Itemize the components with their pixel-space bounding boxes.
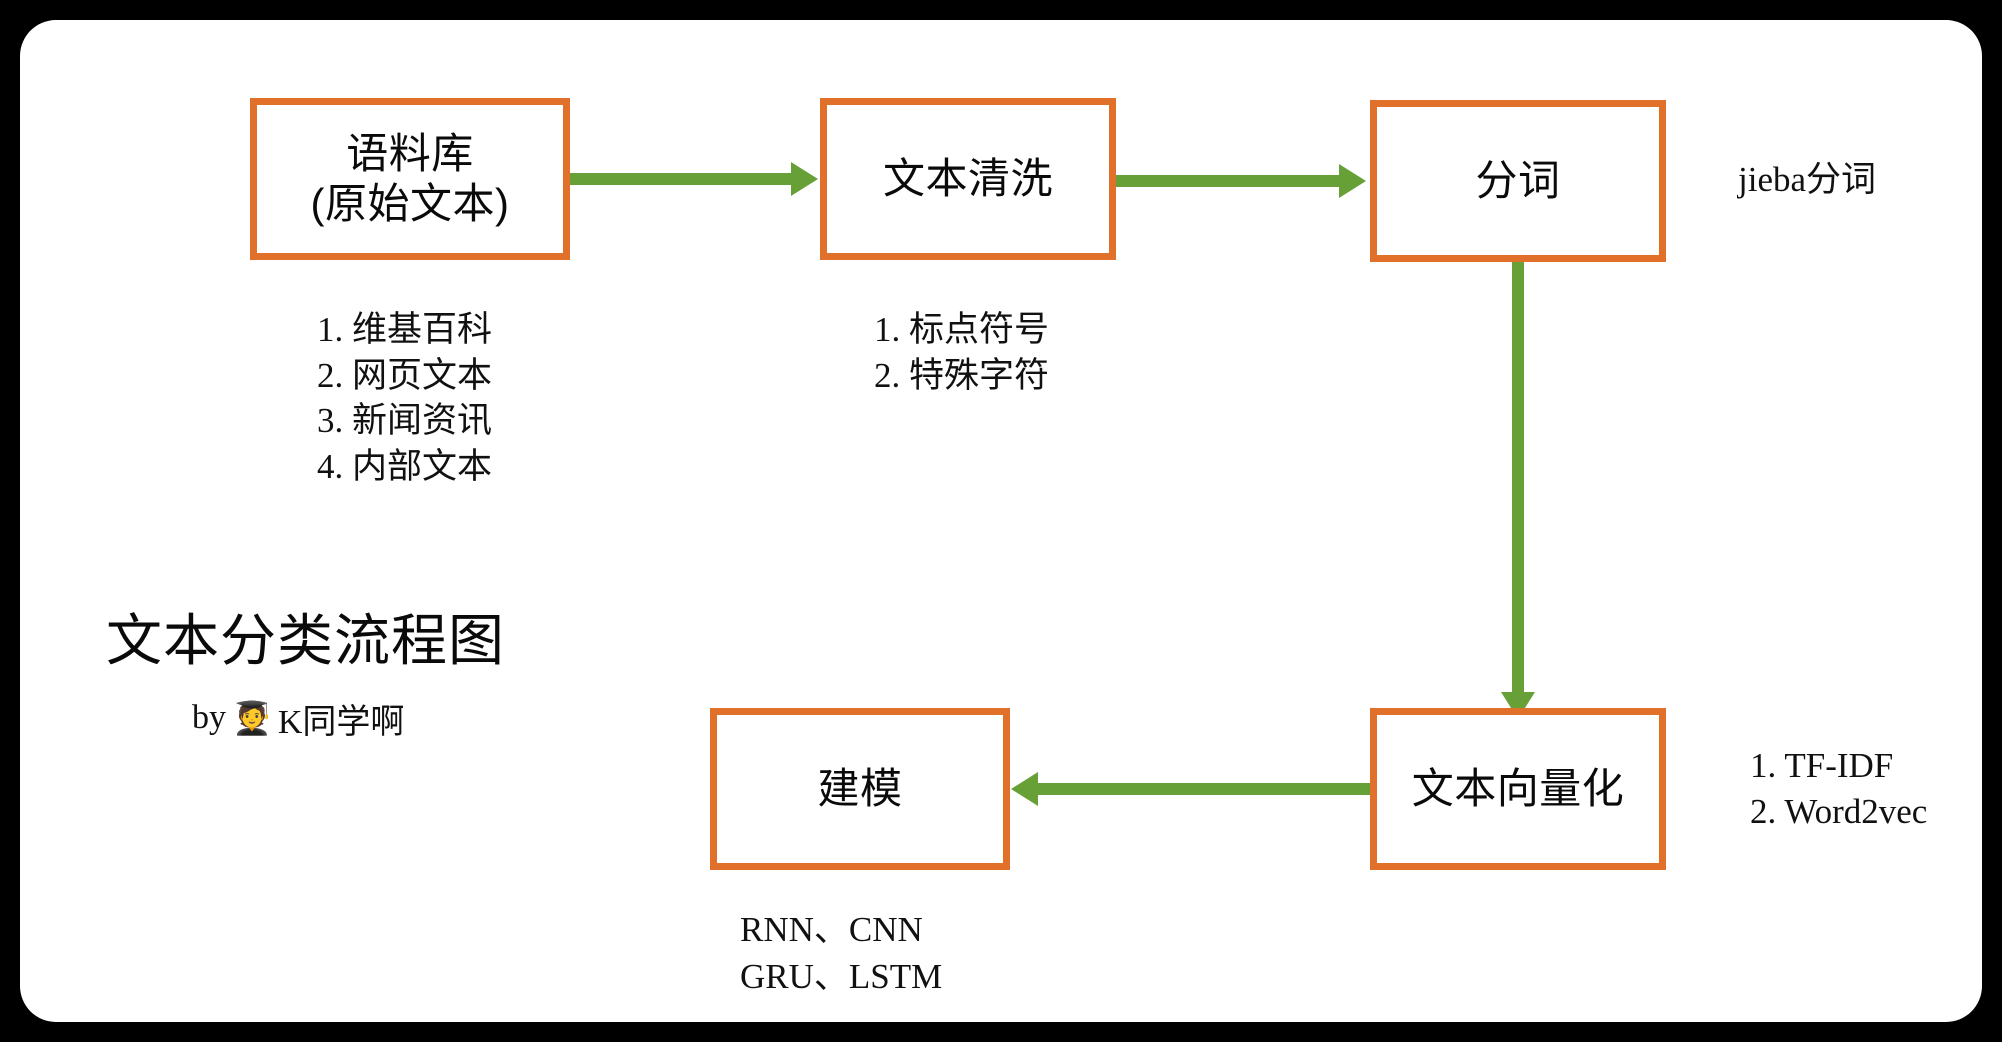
annotation-modeling: RNN、CNN GRU、LSTM (740, 910, 943, 997)
byline-author: K同学啊 (277, 703, 405, 741)
node-modeling-label: 建模 (817, 765, 903, 813)
node-corpus[interactable]: 语料库 (原始文本) (250, 98, 570, 260)
node-word-segmentation-label: 分词 (1475, 157, 1561, 205)
node-text-vectorization[interactable]: 文本向量化 (1370, 708, 1666, 870)
arrow-corpus-to-clean-line (570, 173, 792, 185)
diagram-byline: by 🧑‍🎓 K同学啊 (192, 694, 505, 743)
title-block: 文本分类流程图 by 🧑‍🎓 K同学啊 (106, 611, 505, 743)
arrow-vector-to-model-line (1038, 783, 1370, 795)
node-word-segmentation[interactable]: 分词 (1370, 100, 1666, 262)
annotation-word-segmentation: jieba分词 (1738, 160, 1877, 199)
annotation-corpus: 1. 维基百科 2. 网页文本 3. 新闻资讯 4. 内部文本 (317, 310, 493, 486)
arrow-vector-to-model-head-icon (1011, 772, 1038, 806)
graduate-icon: 🧑‍🎓 (232, 700, 272, 737)
node-text-cleaning-label: 文本清洗 (882, 155, 1053, 203)
node-modeling[interactable]: 建模 (710, 708, 1010, 870)
arrow-clean-to-segment-head-icon (1339, 164, 1366, 198)
annotation-text-cleaning: 1. 标点符号 2. 特殊字符 (874, 310, 1050, 395)
node-text-cleaning[interactable]: 文本清洗 (820, 98, 1116, 260)
byline-prefix: by (192, 699, 226, 737)
node-text-vectorization-label: 文本向量化 (1411, 765, 1625, 813)
annotation-text-vectorization: 1. TF-IDF 2. Word2vec (1750, 746, 1928, 831)
node-corpus-label: 语料库 (原始文本) (310, 130, 510, 227)
arrow-segment-to-vector-line (1512, 262, 1524, 694)
diagram-title: 文本分类流程图 (106, 611, 505, 673)
arrow-corpus-to-clean-head-icon (791, 162, 818, 196)
arrow-clean-to-segment-line (1116, 175, 1340, 187)
diagram-card: 语料库 (原始文本) 文本清洗 分词 文本向量化 建模 1. 维基百科 2. 网… (20, 20, 1982, 1022)
